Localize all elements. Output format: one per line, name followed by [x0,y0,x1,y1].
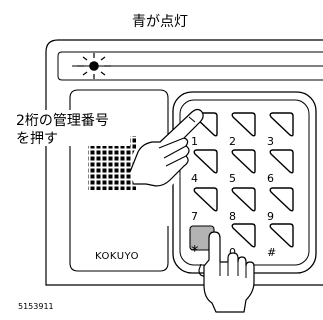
pointing-hand-icon [129,108,204,190]
pressing-hand-icon [198,231,255,313]
key-2[interactable]: 2 [229,112,256,148]
key-8[interactable]: 8 [229,187,256,223]
key-label: 1 [191,135,198,148]
blue-led-lit-icon [77,53,111,79]
key-label: 5 [229,172,236,185]
key-label: 8 [229,210,236,223]
key-label: 6 [267,172,274,185]
key-button-shape[interactable] [231,149,256,174]
key-label: 9 [267,210,274,223]
key-9[interactable]: 9 [267,187,294,223]
key-button-shape[interactable] [269,223,294,248]
key-button-shape[interactable] [269,112,294,137]
key-button-shape[interactable] [269,187,294,212]
key-label: 3 [267,135,274,148]
key-label: 7 [191,210,198,223]
key-label: # [267,246,276,259]
caption-text: 青が点灯 [132,14,188,30]
key-label: 4 [191,172,198,185]
instruction-line-1: 2桁の管理番号 [16,113,109,129]
brand-logo-text: KOKUYO [95,251,139,262]
key-button-shape[interactable] [193,187,218,212]
key-button-shape[interactable] [231,223,256,248]
lock-body [45,39,323,286]
key-5[interactable]: 5 [229,149,256,185]
key-hash[interactable]: # [267,223,294,259]
key-7[interactable]: 7 [191,187,218,223]
key-button-shape[interactable] [193,149,218,174]
key-button-shape[interactable] [269,149,294,174]
product-code-text: 5153911 [18,302,54,311]
key-label: * [191,242,199,260]
key-button-shape[interactable] [231,187,256,212]
key-6[interactable]: 6 [267,149,294,185]
key-button-shape[interactable] [231,112,256,137]
instruction-line-2: を押す [16,131,58,147]
key-4[interactable]: 4 [191,149,218,185]
key-label: 2 [229,135,236,148]
key-3[interactable]: 3 [267,112,294,148]
